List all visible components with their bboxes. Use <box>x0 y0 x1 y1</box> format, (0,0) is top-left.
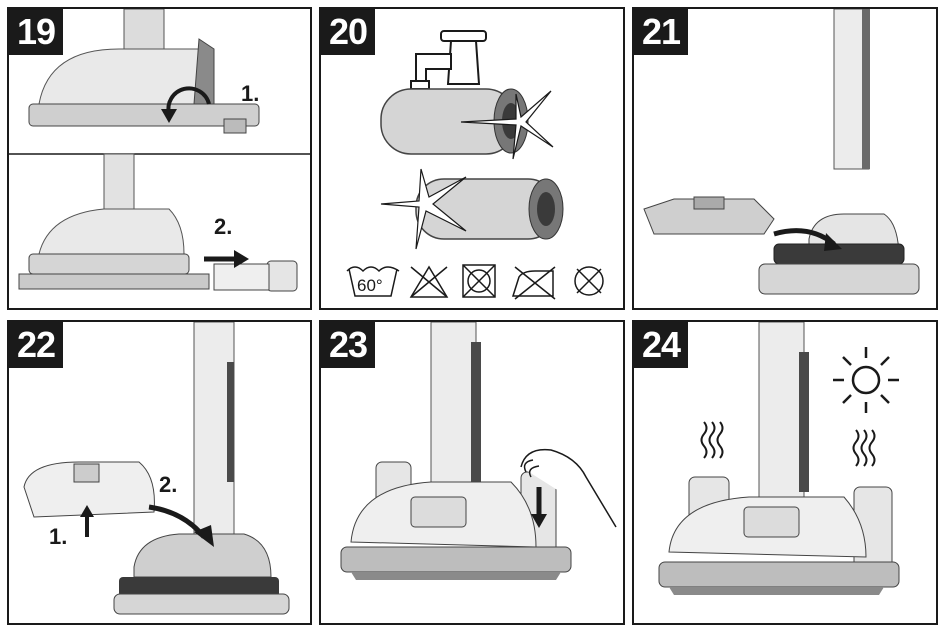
faucet-icon <box>410 30 487 137</box>
no-iron-icon <box>511 266 556 300</box>
step-number: 23 <box>321 322 376 368</box>
illustration-wash-roller: 60° <box>346 30 604 300</box>
step-number: 24 <box>634 322 689 368</box>
rotate-arrow-icon <box>166 86 211 115</box>
heat-waves-icon <box>700 421 876 467</box>
wash-60-icon: 60° <box>346 266 400 297</box>
step-label-1: 1. <box>49 524 67 549</box>
no-tumble-dry-icon <box>462 264 496 298</box>
step-label-2: 2. <box>159 472 177 497</box>
step-panel-21: 21 <box>632 7 938 310</box>
step-number: 22 <box>9 322 64 368</box>
step-panel-19: 19 1. 2. <box>7 7 312 310</box>
step-label-1: 1. <box>241 81 259 106</box>
sparkle-icon <box>380 168 467 250</box>
step-panel-23: 23 <box>319 320 625 625</box>
step-number: 21 <box>634 9 689 55</box>
step-label-2: 2. <box>214 214 232 239</box>
illustration-store-roller <box>340 322 617 580</box>
no-bleach-icon <box>409 265 449 298</box>
sparkle-icon <box>460 90 554 160</box>
step-number: 20 <box>321 9 376 55</box>
no-dry-clean-icon <box>574 266 604 296</box>
hand-icon <box>520 448 617 528</box>
step-panel-24: 24 <box>632 320 938 625</box>
wash-temperature: 60° <box>357 276 383 295</box>
illustration-dry <box>658 322 900 595</box>
step-panel-20: 20 60° <box>319 7 625 310</box>
step-panel-22: 22 1. 2. <box>7 320 312 625</box>
sun-icon <box>833 347 899 413</box>
illustration-reattach-cover <box>643 9 920 295</box>
illustration-attach-cover: 1. 2. <box>23 322 290 615</box>
illustration-remove-roller: 1. 2. <box>9 9 310 292</box>
step-number: 19 <box>9 9 64 55</box>
